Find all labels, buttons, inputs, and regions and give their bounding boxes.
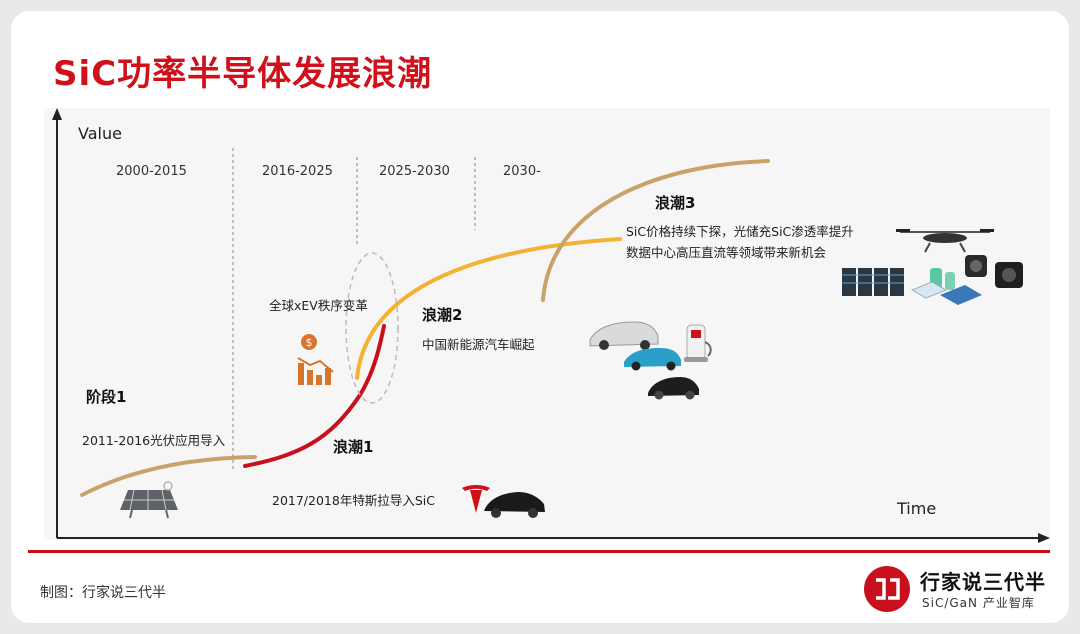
footer-divider (28, 550, 1050, 553)
period-label: 2000-2015 (116, 164, 187, 179)
money-chart-icon: $ (297, 334, 334, 385)
car-icon (648, 377, 699, 400)
period-label: 2030- (503, 164, 541, 179)
server-icon (842, 268, 904, 296)
footer-credit: 制图：行家说三代半 (40, 585, 166, 601)
wave1-desc-bottom: 2017/2018年特斯拉导入SiC (272, 493, 435, 508)
y-axis (52, 108, 62, 538)
wave1-title: 浪潮1 (333, 438, 374, 456)
charger-icon (684, 324, 712, 362)
wave2-desc: 中国新能源汽车崛起 (422, 337, 535, 352)
wave1-desc-top: 全球xEV秩序变革 (269, 298, 368, 313)
wave3-desc-line1: SiC价格持续下探，光储充SiC渗透率提升 (626, 224, 854, 239)
wave3-desc-line2: 数据中心高压直流等领域带来新机会 (626, 245, 827, 260)
chart-area (44, 108, 1050, 540)
stage1-title: 阶段1 (86, 388, 127, 406)
car-icon (624, 348, 681, 371)
brand-logo-icon (864, 566, 910, 612)
brand-name: 行家说三代半 (920, 570, 1046, 594)
x-axis (57, 533, 1050, 543)
stage1-curve (80, 455, 257, 497)
svg-text:$: $ (306, 336, 313, 349)
car-icon (484, 492, 545, 518)
drone-icon (896, 229, 994, 253)
motor-icon (965, 255, 1023, 288)
wave2-curve (355, 237, 622, 380)
period-label: 2025-2030 (379, 164, 450, 179)
transition-highlight (345, 252, 399, 404)
wave2-title: 浪潮2 (422, 306, 463, 324)
car-icon (589, 321, 659, 350)
wave1-curve (243, 324, 386, 468)
period-label: 2016-2025 (262, 164, 333, 179)
x-axis-label: Time (897, 499, 937, 518)
tesla-logo-icon (462, 485, 490, 513)
battery-storage-icon (911, 268, 982, 305)
wave3-curve (541, 159, 770, 302)
y-axis-label: Value (78, 124, 122, 143)
wave3-title: 浪潮3 (655, 194, 696, 212)
solar-panel-icon (120, 481, 178, 519)
page-title: SiC功率半导体发展浪潮 (53, 54, 433, 94)
stage1-desc: 2011-2016光伏应用导入 (82, 433, 226, 448)
brand-subtitle: SiC/GaN 产业智库 (922, 596, 1035, 610)
